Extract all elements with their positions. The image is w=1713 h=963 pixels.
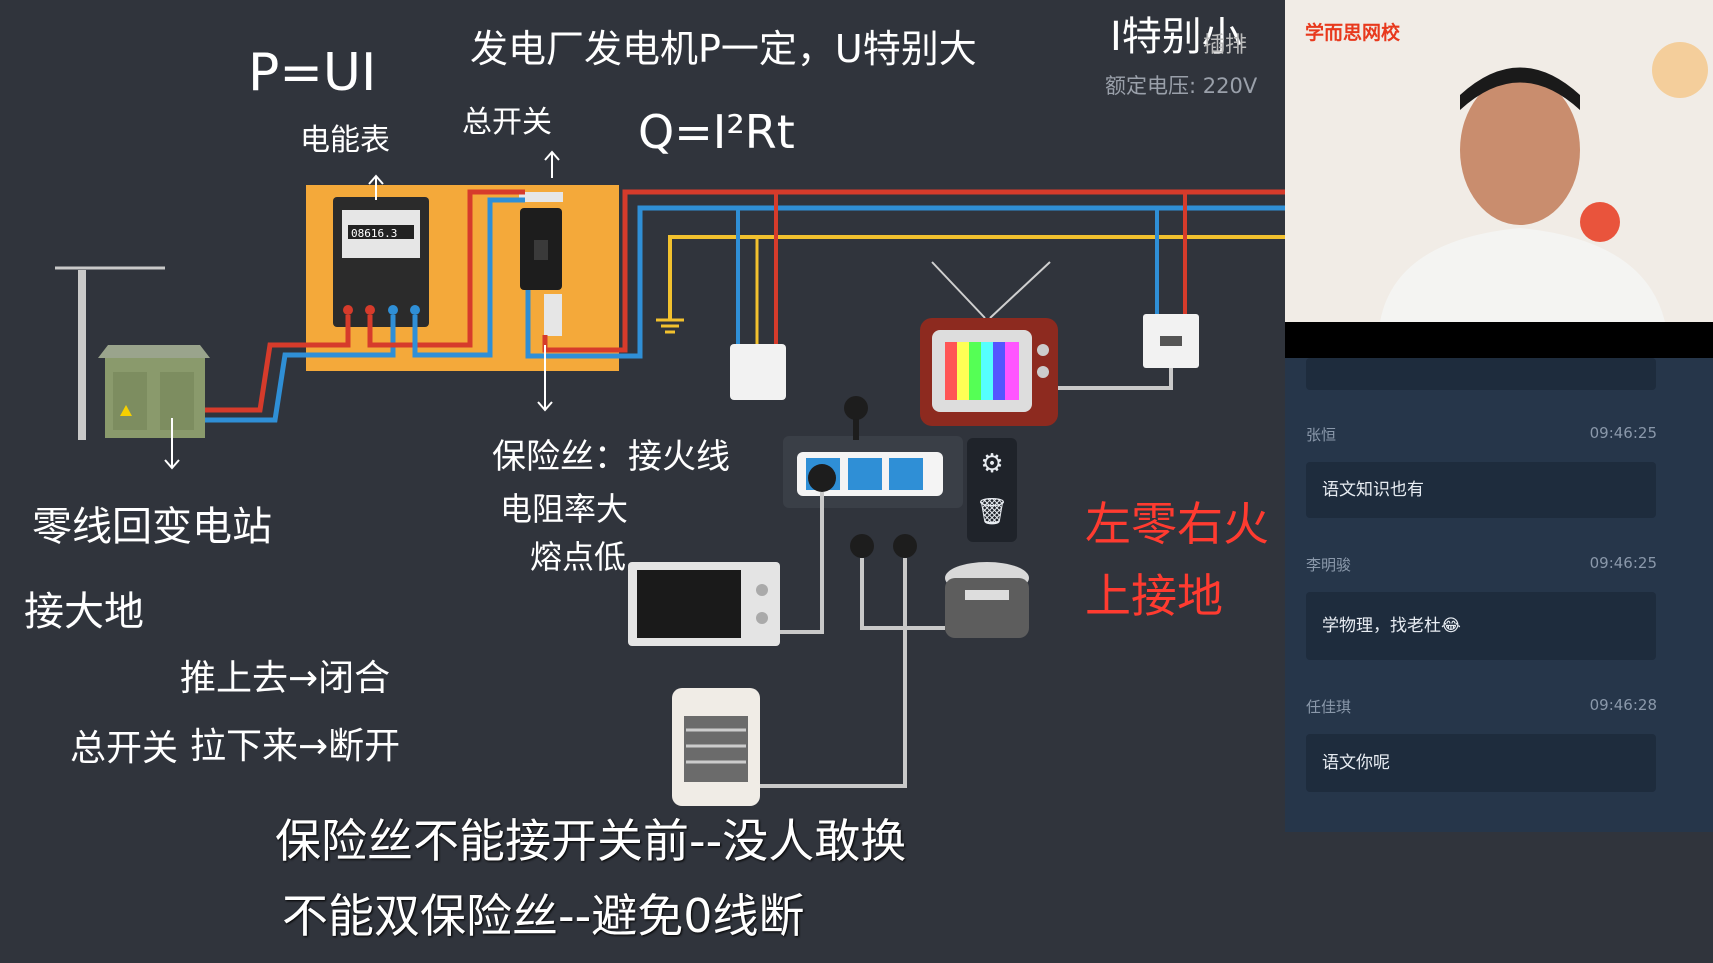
teacher-video: 学而思网校 [1285, 0, 1713, 322]
chat-message: 学物理，找老杜😂 [1306, 592, 1656, 660]
push-up-note: 推上去→闭合 [180, 658, 390, 699]
resistance-note: 电阻率大 [500, 490, 628, 528]
live-wire-in [205, 342, 310, 413]
chat-bubble-partial [1306, 358, 1656, 390]
neutral-wire-in [205, 352, 310, 423]
ground-line [668, 235, 1285, 320]
top-right-fragment: 插排 [1203, 33, 1247, 58]
melting-note: 熔点低 [530, 538, 626, 576]
neutral-note: 零线回变电站 [32, 504, 272, 550]
electric-heater [672, 688, 760, 806]
heat-formula: Q=I²Rt [638, 105, 795, 159]
pull-down-note: 拉下来→断开 [190, 726, 400, 767]
ground-note: 接大地 [24, 589, 144, 635]
side-panel: 学而思网校 张恒 09:46:25 语文知识也有 李明骏 09:46:25 学物… [1285, 0, 1713, 963]
television [920, 261, 1058, 426]
chat-username: 张恒 [1306, 426, 1337, 444]
rice-cooker [945, 562, 1029, 638]
side-bottom [1285, 832, 1713, 963]
wall-socket [730, 344, 786, 400]
subtitle-line-2: 不能双保险丝--避免0线断 [282, 889, 805, 943]
circuit-diagram: 08616.3 [24, 14, 1285, 806]
fuse-arrow [537, 345, 553, 412]
teacher-avatar [1380, 42, 1708, 322]
electric-meter: 08616.3 [333, 197, 429, 327]
chat-timestamp: 09:46:25 [1589, 424, 1657, 442]
svg-text:08616.3: 08616.3 [351, 227, 397, 240]
current-note: I特别小 [1110, 14, 1242, 60]
chat-message: 语文你呢 [1306, 734, 1656, 792]
chat-username: 李明骏 [1306, 556, 1352, 574]
chat-username: 任佳琪 [1306, 698, 1352, 716]
generator-note: 发电厂发电机P一定，U特别大 [470, 27, 977, 71]
chat-panel[interactable]: 张恒 09:46:25 语文知识也有 李明骏 09:46:25 学物理，找老杜😂… [1285, 322, 1713, 832]
meter-arrow [368, 174, 384, 200]
formula-power: P=UI [248, 43, 376, 103]
socket-rule: 左零右火 [1085, 497, 1269, 551]
settings-icon[interactable]: ⚙ [980, 449, 1004, 479]
microwave [628, 562, 780, 646]
subtitle-line-1: 保险丝不能接开关前--没人敢换 [275, 814, 907, 868]
whiteboard[interactable]: 08616.3 [0, 0, 1285, 963]
chat-message: 语文知识也有 [1306, 462, 1656, 518]
ground-rule: 上接地 [1085, 569, 1223, 623]
meter-label: 电能表 [300, 123, 390, 158]
neutral-main-line [525, 205, 1285, 359]
chat-timestamp: 09:46:25 [1589, 554, 1657, 572]
voltage-label: 额定电压: 220V [1105, 74, 1258, 98]
main-switch [519, 192, 563, 336]
tool-panel: ⚙ 🗑 [967, 438, 1017, 542]
substation [98, 345, 210, 438]
trash-icon[interactable]: 🗑 [975, 497, 1009, 527]
school-logo: 学而思网校 [1305, 22, 1401, 44]
main-switch-label: 总开关 [462, 105, 552, 140]
fuse-note: 保险丝：接火线 [492, 437, 730, 477]
chat-timestamp: 09:46:28 [1589, 696, 1657, 714]
neutral-arrow [164, 418, 180, 470]
switch-arrow [544, 150, 560, 178]
utility-pole [55, 266, 165, 440]
switch-note-label: 总开关 [70, 728, 178, 769]
